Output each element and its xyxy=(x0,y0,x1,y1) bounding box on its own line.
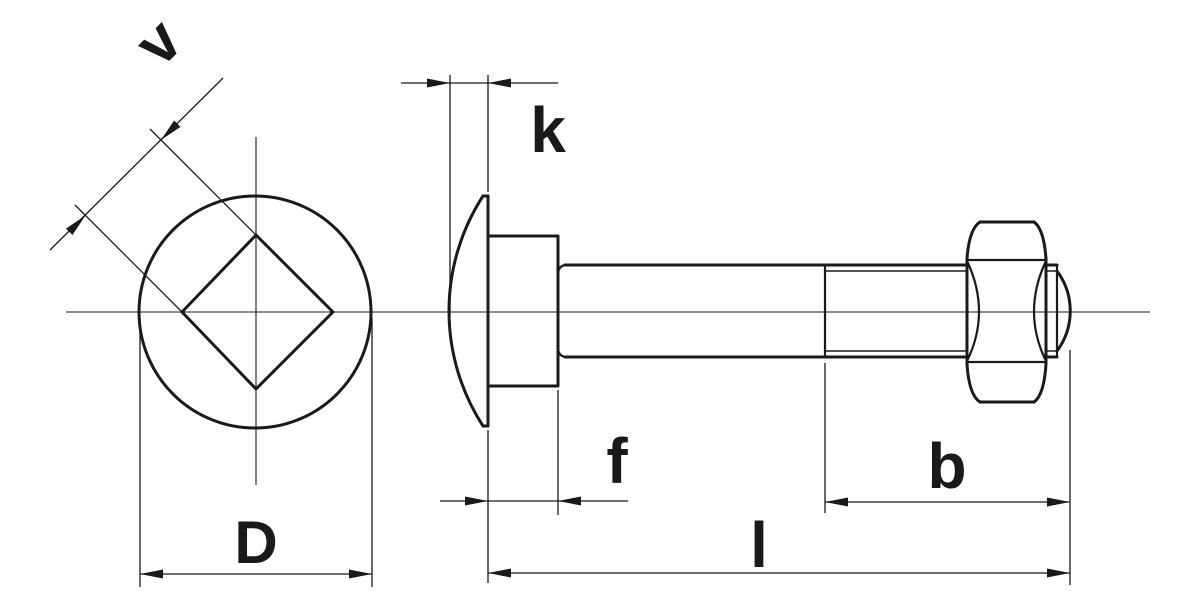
dimension-label-D: D xyxy=(234,509,277,576)
dimension-label-l: l xyxy=(750,509,768,581)
side-view xyxy=(447,194,1072,428)
dimension-l: l xyxy=(487,350,1071,585)
nut-facet-lines xyxy=(965,258,1048,364)
l-arrowhead-right xyxy=(1047,568,1070,578)
k-arrowhead-left xyxy=(427,78,450,88)
dome-head-arc xyxy=(447,194,490,428)
dimension-label-b: b xyxy=(927,430,966,502)
dimension-label-k: k xyxy=(530,94,566,166)
k-arrowhead-right xyxy=(488,78,511,88)
f-arrowhead-right xyxy=(558,496,581,506)
dimension-b: b xyxy=(824,363,1070,513)
nut-chamfer-arcs xyxy=(966,261,1047,361)
nut-corner-chamfers xyxy=(965,220,1048,404)
dimension-label-v: v xyxy=(122,6,196,80)
nut-side-edges xyxy=(965,257,1048,366)
square-neck-side-outline xyxy=(486,234,560,388)
bolt-tip xyxy=(1044,263,1072,359)
dimension-label-f: f xyxy=(606,425,628,497)
hex-nut xyxy=(965,220,1048,404)
head-circle-outline xyxy=(137,194,373,430)
v-extension-lines xyxy=(74,128,257,313)
v-arrowhead-lower xyxy=(66,215,86,235)
l-arrowhead-left xyxy=(488,568,511,578)
D-arrowhead-left xyxy=(140,569,163,579)
l-extension-lines xyxy=(487,350,1071,585)
dimension-f: f xyxy=(440,390,628,515)
tip-outline xyxy=(1044,263,1059,359)
square-neck-outline xyxy=(180,233,335,391)
f-arrowhead-left xyxy=(465,496,488,506)
thread-root-lines xyxy=(825,270,967,352)
dimension-D: D xyxy=(139,318,373,587)
front-view xyxy=(137,194,373,430)
shank-outline xyxy=(563,263,969,359)
tip-round-end-arc xyxy=(1055,269,1072,353)
b-arrowhead-left xyxy=(825,497,848,507)
k-extension-lines xyxy=(449,75,489,316)
D-extension-lines xyxy=(139,318,373,587)
tip-thread-root-lines xyxy=(1046,270,1057,352)
D-arrowhead-right xyxy=(349,569,372,579)
drawing-root: v k D xyxy=(49,6,1150,587)
b-arrowhead-right xyxy=(1047,497,1070,507)
dimension-k: k xyxy=(401,75,566,316)
v-arrowhead-upper xyxy=(161,120,181,140)
